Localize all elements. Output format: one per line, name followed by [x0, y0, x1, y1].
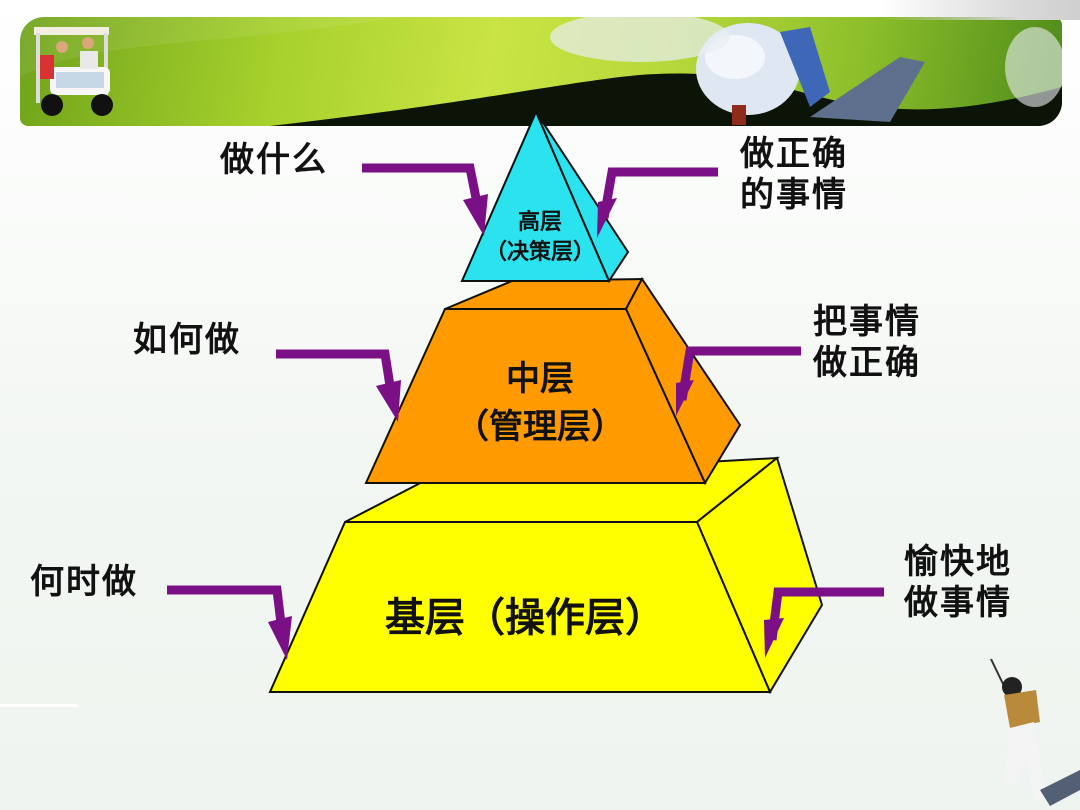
arrowheads [268, 194, 784, 660]
top-tier-subtitle: （决策层） [484, 240, 595, 265]
right-label-things-right: 把事情 做正确 [813, 302, 921, 384]
right-label-happily: 愉快地 做事情 [904, 542, 1012, 624]
right-label-right-things: 做正确 的事情 [740, 134, 848, 216]
top-tier [460, 109, 630, 284]
arrow-mid-left [276, 349, 398, 406]
right-label-line2: 做事情 [904, 582, 1012, 623]
arrow-top-left [362, 163, 485, 219]
top-tier-label: 高层 （决策层） [470, 208, 610, 268]
right-label-line1: 做正确 [740, 134, 848, 174]
middle-tier-subtitle: （管理层） [455, 407, 625, 447]
right-label-line1: 愉快地 [904, 542, 1012, 582]
arrow-top-right [599, 167, 718, 219]
left-label-how: 如何做 [133, 320, 241, 360]
right-label-line2: 的事情 [740, 174, 848, 215]
top-tier-title: 高层 [517, 210, 562, 235]
decorative-line [0, 704, 78, 707]
middle-tier-label: 中层 （管理层） [430, 355, 650, 451]
base-tier-label: 基层（操作层） [355, 592, 695, 644]
golf-cart-image [34, 27, 113, 116]
left-label-what: 做什么 [220, 140, 328, 180]
left-label-when: 何时做 [30, 562, 138, 602]
base-tier [268, 456, 824, 695]
right-label-line2: 做正确 [813, 342, 921, 383]
right-label-line1: 把事情 [813, 302, 921, 342]
top-gloss [880, 0, 1080, 20]
arrow-base-left [167, 585, 288, 641]
banner-art [20, 17, 1062, 126]
golfer-image [990, 658, 1080, 806]
base-tier-title: 基层（操作层） [385, 595, 665, 641]
header-banner [20, 17, 1062, 126]
middle-tier-title: 中层 [506, 359, 574, 399]
golf-club-image [780, 27, 925, 122]
